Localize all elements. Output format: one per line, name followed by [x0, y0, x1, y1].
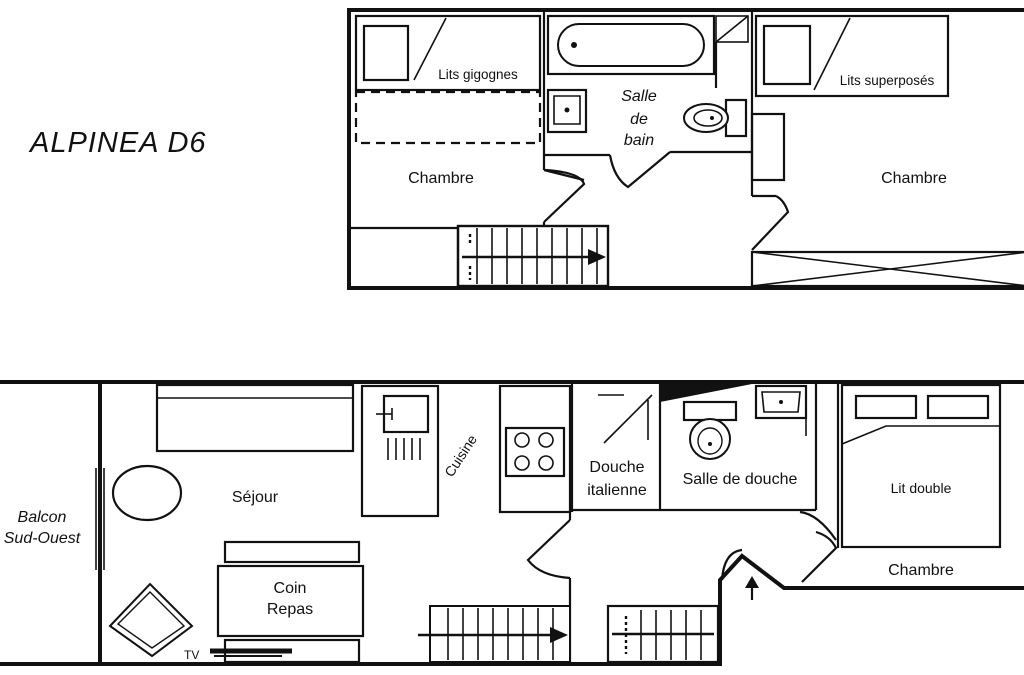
sofa — [155, 383, 355, 453]
bunk-beds: Lits superposés — [754, 14, 950, 98]
dining-table: Coin Repas — [216, 540, 365, 664]
tv: TV — [184, 648, 292, 662]
trundle-beds-label: Lits gigognes — [438, 67, 518, 82]
kitchen-counter — [360, 384, 440, 518]
bathroom-label-1: Salle — [621, 88, 657, 105]
lower-staircase — [418, 605, 571, 663]
lower-toilet — [682, 400, 738, 460]
dining-label-2: Repas — [267, 601, 313, 618]
lower-sink — [754, 384, 808, 420]
lower-storage-stairs — [606, 604, 720, 664]
bathroom-sink — [546, 88, 588, 134]
armchair — [108, 582, 194, 658]
upper-staircase — [456, 224, 610, 288]
tv-label: TV — [184, 648, 199, 662]
walk-in-shower — [598, 384, 752, 444]
kitchen-label: Cuisine — [441, 432, 480, 480]
cooktop — [498, 384, 572, 514]
lower-floor: Coin Repas TV Cuisine — [0, 380, 1024, 666]
balcony-label-1: Balcon — [18, 509, 67, 526]
shower-room-label: Salle de douche — [683, 471, 798, 488]
walk-in-shower-label-1: Douche — [589, 459, 644, 476]
living-room-label: Séjour — [232, 489, 279, 506]
double-bed: Lit double — [840, 383, 1002, 549]
upper-bedroom-left-label: Chambre — [408, 170, 474, 187]
upper-wardrobe — [750, 112, 786, 182]
balcony-label-2: Sud-Ouest — [4, 530, 81, 547]
upper-floor: Lits gigognes — [347, 8, 1024, 290]
lower-bedroom-label: Chambre — [888, 562, 954, 579]
bathroom-label-3: bain — [624, 132, 654, 149]
bunk-beds-label: Lits superposés — [840, 73, 935, 88]
upper-bathroom: Salle de bain — [542, 12, 754, 196]
walk-in-shower-label-2: italienne — [587, 482, 647, 499]
round-table — [111, 464, 183, 522]
upper-outer-wall — [347, 8, 1024, 290]
plan-title: ALPINEA D6 — [28, 127, 207, 159]
double-bed-label: Lit double — [891, 480, 952, 496]
trundle-beds: Lits gigognes — [354, 14, 542, 145]
bathroom-label-2: de — [630, 111, 648, 128]
upper-toilet — [683, 98, 748, 138]
upper-bedroom-right-label: Chambre — [881, 170, 947, 187]
bathtub — [546, 14, 716, 76]
upper-storage — [750, 250, 1024, 288]
dining-label-1: Coin — [274, 580, 307, 597]
